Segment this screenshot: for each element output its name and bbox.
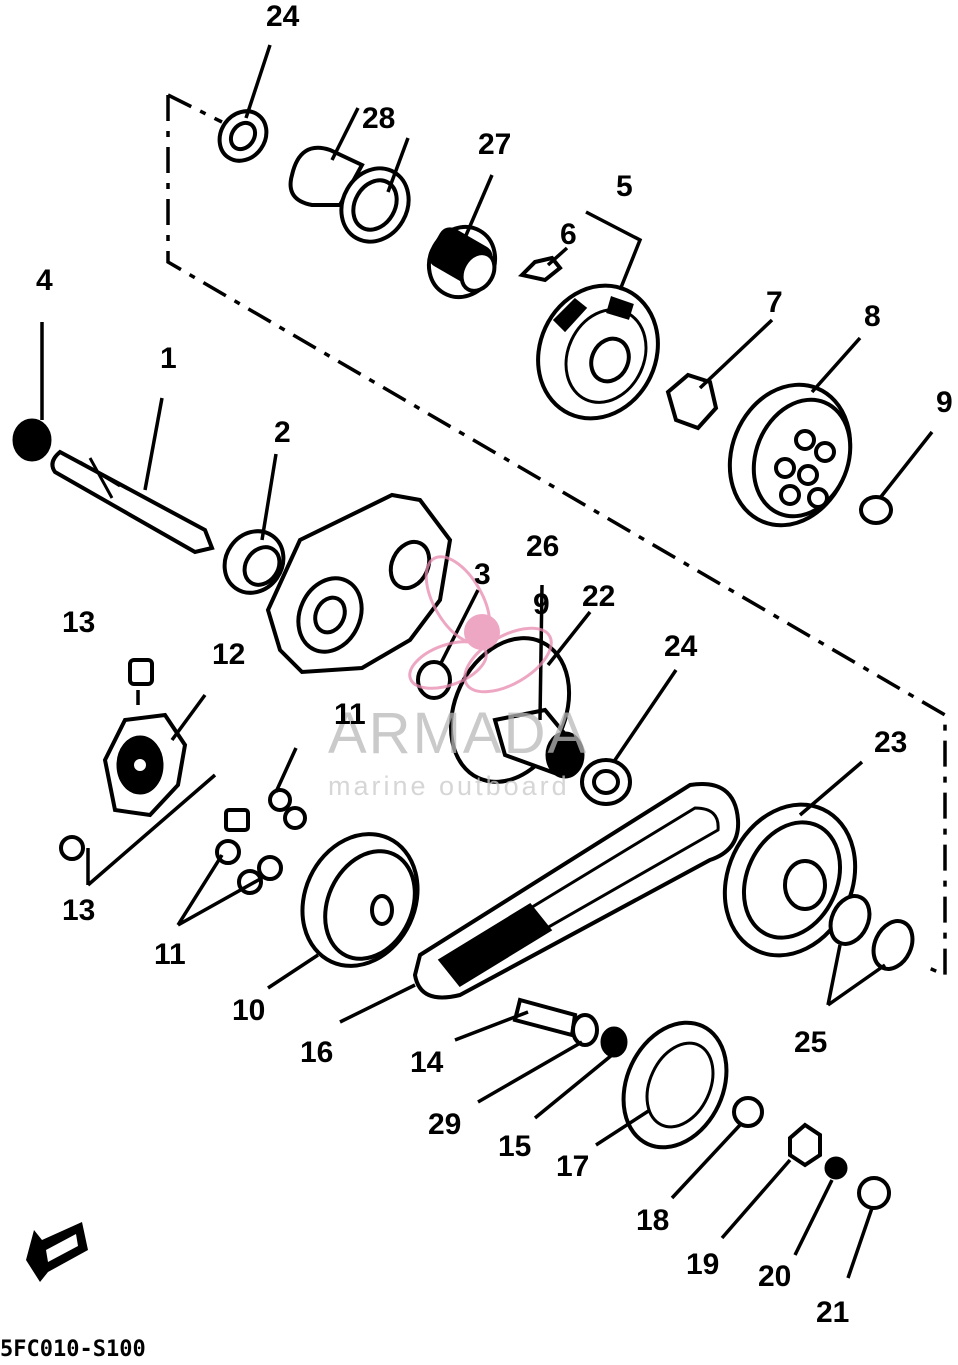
front-arrow-icon bbox=[26, 1222, 88, 1282]
needle-bearing bbox=[426, 224, 498, 300]
assembly-boundary bbox=[166, 93, 947, 978]
shaft-end-bearing bbox=[12, 418, 52, 462]
fan-impeller bbox=[621, 1020, 729, 1150]
label-11-top: 11 bbox=[334, 698, 366, 731]
collar-assembly bbox=[512, 997, 628, 1058]
label-18: 18 bbox=[636, 1204, 669, 1237]
ball-bearing bbox=[222, 529, 286, 595]
propeller-logo-icon bbox=[408, 555, 553, 694]
cam-screws bbox=[59, 658, 154, 861]
secondary-sheave-shaft bbox=[50, 449, 215, 555]
primary-fixed-sheave bbox=[722, 802, 858, 958]
label-9-right: 9 bbox=[936, 386, 953, 419]
label-19: 19 bbox=[686, 1248, 719, 1281]
label-24-top: 24 bbox=[266, 0, 300, 33]
bushing-pair bbox=[288, 145, 411, 244]
oil-seal-lower bbox=[580, 758, 632, 806]
label-20: 20 bbox=[758, 1260, 791, 1293]
primary-sliding-sheave bbox=[300, 832, 420, 968]
shaft-hardware bbox=[732, 1096, 891, 1210]
label-9-center: 9 bbox=[533, 588, 550, 621]
label-2: 2 bbox=[274, 416, 291, 449]
label-23: 23 bbox=[874, 726, 907, 759]
label-1: 1 bbox=[160, 342, 177, 375]
label-24-lower: 24 bbox=[664, 630, 698, 663]
label-17: 17 bbox=[556, 1150, 589, 1183]
gear-case bbox=[265, 492, 453, 675]
small-seal bbox=[416, 660, 452, 700]
label-22: 22 bbox=[582, 580, 615, 613]
label-13-bottom: 13 bbox=[62, 894, 95, 927]
label-5: 5 bbox=[616, 170, 633, 203]
part-number-labels: 24 28 27 5 6 7 8 9 4 1 2 3 26 9 22 24 23… bbox=[36, 0, 953, 1329]
clutch-shoe-assembly bbox=[536, 283, 660, 421]
watermark-brand: ARMADA bbox=[328, 701, 588, 766]
label-6: 6 bbox=[560, 218, 577, 251]
label-7: 7 bbox=[766, 286, 783, 319]
label-14: 14 bbox=[410, 1046, 444, 1079]
clutch-nut bbox=[665, 372, 719, 431]
label-4: 4 bbox=[36, 264, 53, 297]
label-28: 28 bbox=[362, 102, 395, 135]
cam-plate bbox=[102, 712, 188, 818]
clutch-housing bbox=[727, 382, 853, 528]
secondary-sliding-sheave bbox=[448, 636, 585, 784]
label-21: 21 bbox=[816, 1296, 849, 1329]
watermark: ARMADA marine outboard bbox=[328, 555, 588, 801]
label-26: 26 bbox=[526, 530, 559, 563]
housing-nut bbox=[859, 495, 893, 525]
label-27: 27 bbox=[478, 128, 511, 161]
label-13-top: 13 bbox=[62, 606, 95, 639]
label-8: 8 bbox=[864, 300, 881, 333]
label-10: 10 bbox=[232, 994, 265, 1027]
v-belt bbox=[412, 782, 741, 1000]
o-rings bbox=[828, 894, 915, 971]
label-15: 15 bbox=[498, 1130, 531, 1163]
label-25: 25 bbox=[794, 1026, 827, 1059]
watermark-tagline: marine outboard bbox=[328, 771, 570, 801]
label-29: 29 bbox=[428, 1108, 461, 1141]
oil-seal-top bbox=[217, 109, 269, 163]
leader-lines bbox=[40, 44, 934, 1279]
label-16: 16 bbox=[300, 1036, 333, 1069]
diagram-code: 5FC010-S100 bbox=[0, 1337, 146, 1360]
label-11-bottom: 11 bbox=[154, 938, 186, 971]
label-12: 12 bbox=[212, 638, 245, 671]
label-3: 3 bbox=[474, 558, 491, 591]
